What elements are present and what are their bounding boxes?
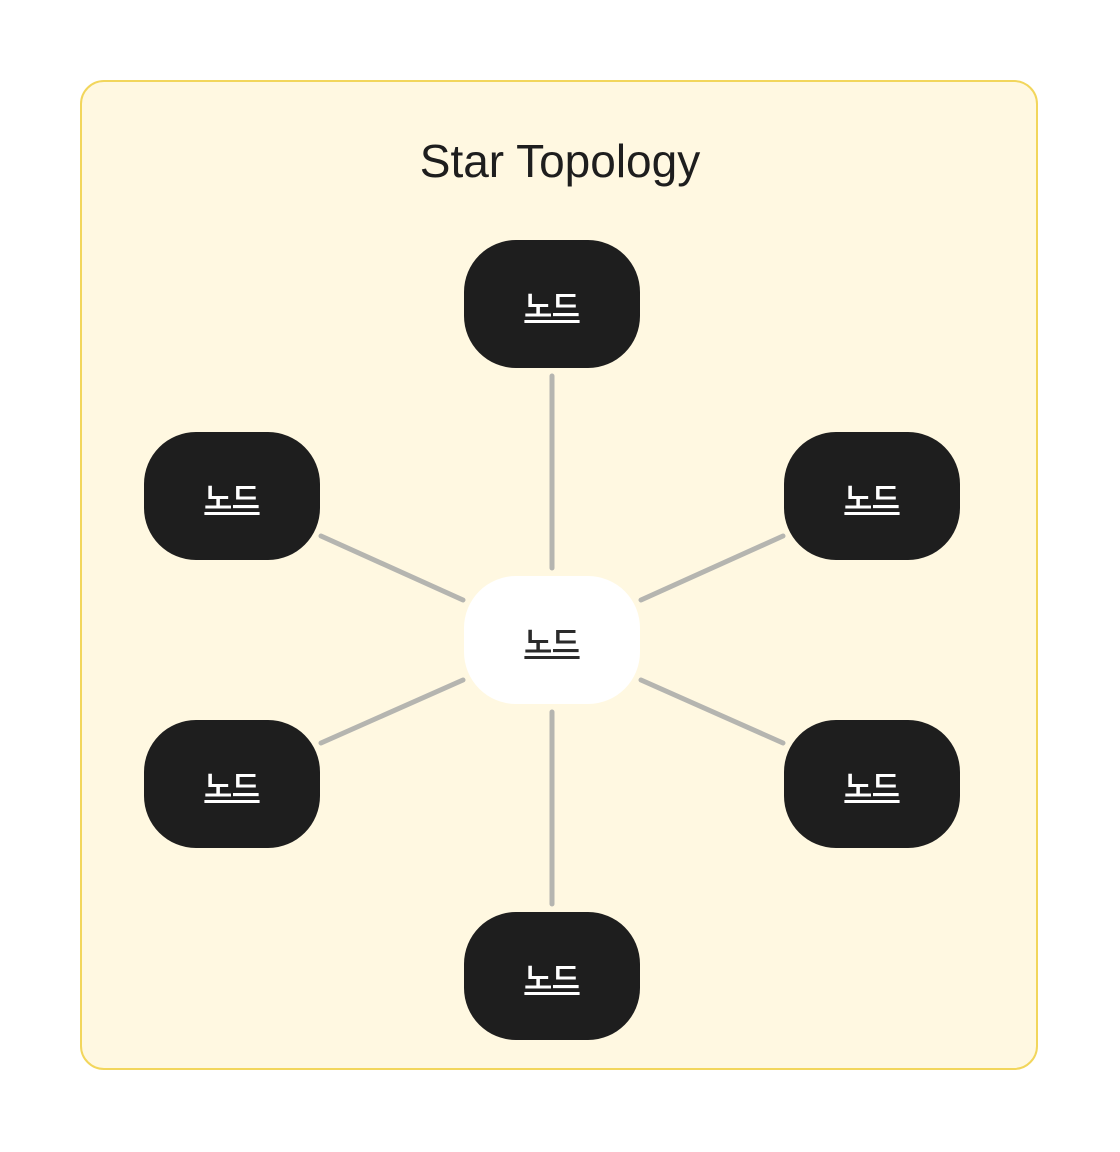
node-hub[interactable]: 노드 (464, 576, 640, 704)
node-top[interactable]: 노드 (464, 240, 640, 368)
node-label: 노드 (844, 770, 900, 805)
node-lower-left[interactable]: 노드 (144, 720, 320, 848)
link-lower-right (638, 677, 786, 746)
node-upper-left[interactable]: 노드 (144, 432, 320, 560)
node-label: 노드 (524, 290, 580, 325)
node-label: 노드 (204, 770, 260, 805)
node-label: 노드 (204, 482, 260, 517)
node-label: 노드 (844, 482, 900, 517)
link-upper-left (318, 533, 466, 603)
node-bottom[interactable]: 노드 (464, 912, 640, 1040)
diagram-title: Star Topology (419, 135, 701, 187)
link-upper-right (638, 533, 786, 603)
node-label: 노드 (524, 962, 580, 997)
node-label: 노드 (524, 626, 580, 661)
node-lower-right[interactable]: 노드 (784, 720, 960, 848)
node-upper-right[interactable]: 노드 (784, 432, 960, 560)
link-lower-left (318, 677, 466, 746)
